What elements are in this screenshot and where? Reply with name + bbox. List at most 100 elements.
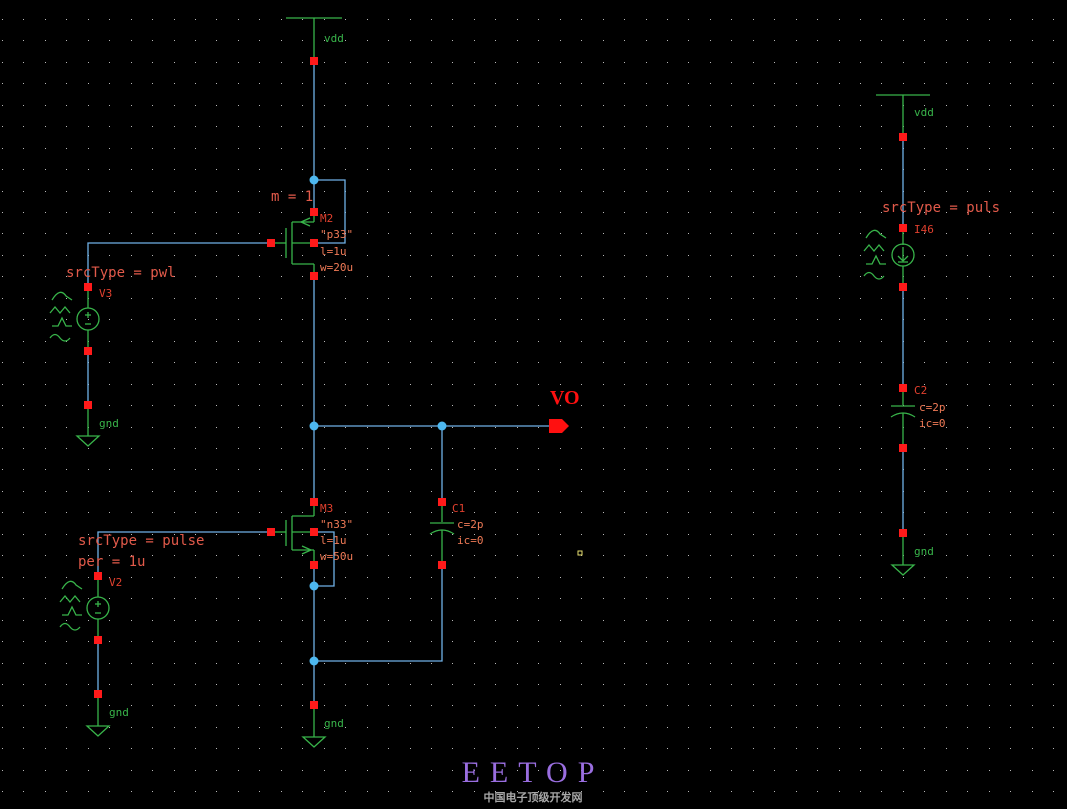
grid-dot (131, 598, 132, 599)
pin-square[interactable] (84, 283, 92, 291)
grid-dot (238, 577, 239, 578)
pin-square[interactable] (438, 561, 446, 569)
grid-dot (367, 620, 368, 621)
m2-width: w=20u (320, 261, 353, 274)
grid-dot (839, 148, 840, 149)
grid-dot (66, 791, 67, 792)
grid-dot (624, 384, 625, 385)
grid-dot (1010, 555, 1011, 556)
grid-dot (753, 448, 754, 449)
wires (87, 61, 904, 705)
pin-square[interactable] (310, 57, 318, 65)
grid-dot (860, 83, 861, 84)
grid-dot (924, 448, 925, 449)
wire-m3-bulk[interactable] (314, 531, 335, 587)
vsource-v2-symbol[interactable] (59, 576, 110, 640)
wire-m2-gate[interactable] (87, 242, 271, 287)
grid-dot (388, 319, 389, 320)
pin-square[interactable] (899, 133, 907, 141)
pmos-m2-symbol[interactable] (271, 212, 315, 276)
grid-dot (259, 663, 260, 664)
pin-square[interactable] (899, 529, 907, 537)
grid-dot (1010, 255, 1011, 256)
pin-square[interactable] (94, 690, 102, 698)
gnd-symbol-main[interactable] (301, 705, 327, 748)
pin-square[interactable] (267, 239, 275, 247)
pin-square[interactable] (310, 239, 318, 247)
output-pin-arrow-icon[interactable] (549, 419, 569, 433)
grid-dot (174, 469, 175, 470)
pin-square[interactable] (94, 636, 102, 644)
nmos-m3-symbol[interactable] (271, 502, 315, 565)
pin-square[interactable] (899, 384, 907, 392)
grid-dot (216, 105, 217, 106)
grid-dot (216, 577, 217, 578)
pin-square[interactable] (310, 208, 318, 216)
pin-square[interactable] (310, 701, 318, 709)
m3-length: l=1u (320, 534, 347, 547)
grid-dot (410, 791, 411, 792)
grid-dot (924, 512, 925, 513)
grid-dot (946, 598, 947, 599)
vdd-symbol-main[interactable] (286, 17, 342, 61)
wire-m3-gate[interactable] (97, 531, 271, 576)
pin-square[interactable] (310, 272, 318, 280)
junction-dot (309, 421, 319, 431)
grid-dot (624, 405, 625, 406)
grid-dot (2, 276, 3, 277)
grid-dot (195, 276, 196, 277)
grid-dot (1032, 427, 1033, 428)
gnd-symbol-v2[interactable] (85, 694, 111, 737)
pin-square[interactable] (310, 498, 318, 506)
grid-dot (581, 534, 582, 535)
grid-dot (66, 276, 67, 277)
grid-dot (839, 727, 840, 728)
grid-dot (839, 341, 840, 342)
grid-dot (796, 705, 797, 706)
pin-square[interactable] (899, 224, 907, 232)
grid-dot (1010, 384, 1011, 385)
grid-dot (174, 663, 175, 664)
grid-dot (817, 148, 818, 149)
grid-dot (560, 126, 561, 127)
grid-dot (881, 598, 882, 599)
vdd-symbol-right[interactable] (876, 94, 930, 137)
grid-dot (259, 233, 260, 234)
grid-dot (989, 341, 990, 342)
grid-dot (688, 620, 689, 621)
pin-square[interactable] (310, 561, 318, 569)
grid-dot (688, 212, 689, 213)
pin-square[interactable] (94, 572, 102, 580)
pin-square[interactable] (84, 347, 92, 355)
pin-square[interactable] (267, 528, 275, 536)
grid-dot (967, 83, 968, 84)
grid-dot (667, 427, 668, 428)
pin-square[interactable] (899, 283, 907, 291)
grid-dot (367, 276, 368, 277)
pin-square[interactable] (438, 498, 446, 506)
grid-dot (324, 727, 325, 728)
grid-dot (152, 276, 153, 277)
wire-c1-bottom[interactable] (314, 565, 443, 662)
wire-m2-bulk[interactable] (314, 179, 346, 244)
output-pin-vo[interactable]: VO (549, 387, 580, 433)
grid-dot (431, 19, 432, 20)
gnd-symbol-v3[interactable] (75, 405, 101, 447)
grid-dot (216, 233, 217, 234)
grid-dot (796, 555, 797, 556)
grid-dot (946, 534, 947, 535)
grid-dot (474, 770, 475, 771)
grid-dot (2, 126, 3, 127)
grid-dot (774, 105, 775, 106)
grid-dot (903, 577, 904, 578)
grid-dot (474, 469, 475, 470)
pin-square[interactable] (310, 528, 318, 536)
pin-square[interactable] (899, 444, 907, 452)
grid-dot (152, 748, 153, 749)
pin-square[interactable] (84, 401, 92, 409)
grid-dot (410, 770, 411, 771)
gnd-symbol-right[interactable] (890, 533, 916, 576)
grid-dot (753, 319, 754, 320)
grid-dot (152, 684, 153, 685)
